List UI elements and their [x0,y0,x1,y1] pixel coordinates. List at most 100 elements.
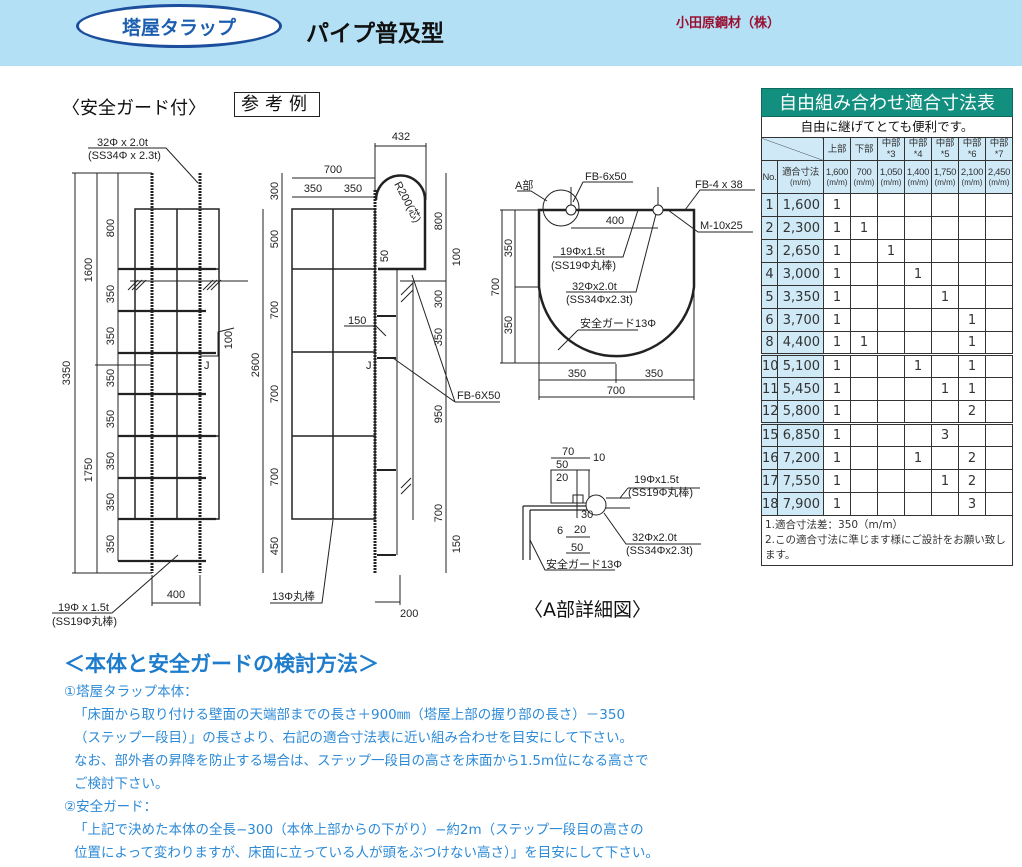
row-count [958,285,986,309]
row-no: 4 [761,262,778,286]
plan-dim-700: 700 [607,385,625,397]
plan-fb-4x38-label: FB-4 x 38 [695,179,743,191]
row-count: 1 [931,285,959,309]
row-count: 1 [958,377,986,401]
row-count [850,446,878,470]
row-count: 1 [823,193,851,217]
table-note: 1.適合寸法差：350（m/m） [765,519,904,531]
front-dim-350: 350 [105,493,117,511]
table-title: 自由組み合わせ適合寸法表 [761,88,1013,117]
side-dim-432: 432 [392,131,410,143]
detail-pipe-spec: (SS34Φx2.3t) [626,545,693,557]
front-dim-1600: 1600 [83,258,95,282]
row-size: 2,650 [777,239,824,263]
method-section: ＜本体と安全ガードの検討方法＞ ①塔屋タラップ本体： 「床面から取り付ける壁面の… [64,648,659,865]
method-item2-line: 「上記で決めた本体の全長−300（本体上部からの下がり）−約2m（ステップ一段目… [74,822,644,838]
side-left-dim: 450 [269,537,281,555]
row-count [985,331,1013,355]
row-count [985,400,1013,424]
row-count: 1 [904,446,932,470]
front-rung-spec: (SS19Φ丸棒) [52,614,117,628]
method-item1-line: なお、部外者の昇降を防止する場合は、ステップ一段目の高さを床面から1.5m位にな… [74,753,649,769]
front-top-pipe-spec: (SS34Φ x 2.3t) [88,150,161,162]
header-unit: (m/m) [907,178,929,187]
side-right-dim: 700 [433,504,445,522]
row-size: 5,100 [777,353,824,378]
side-left-dim: 500 [269,230,281,248]
row-count [931,239,959,263]
header-length-value: 700 [856,167,872,178]
header-unit: (m/m) [853,178,875,187]
plan-rung-label: 19Φx1.5t [560,246,605,258]
row-count [985,262,1013,286]
row-count [877,308,905,332]
header-unit: (m/m) [961,178,983,187]
detail-rung-spec: (SS19Φ丸棒) [628,485,693,499]
side-hoop-label: 13Φ丸棒 [272,589,315,603]
side-joint-mark: J [366,360,372,372]
row-count: 1 [904,353,932,378]
row-count [850,422,878,447]
front-dim-400: 400 [167,589,185,601]
plan-dim-350: 350 [503,316,515,334]
front-dim-350: 350 [105,369,117,387]
detail-dim-10: 10 [593,452,605,464]
header-length: 1,050(m/m) [877,160,905,194]
header-length: 700(m/m) [850,160,878,194]
side-right-dim: 150 [451,535,463,553]
row-count: 2 [958,446,986,470]
row-count [877,492,905,516]
side-dim-50: 50 [379,250,391,262]
row-no: 17 [761,469,779,493]
header-part: 中部*3 [877,137,905,161]
side-dim-150: 150 [348,315,366,327]
table-note: 2.この適合寸法に準じます様にご設計をお願い致します。 [765,534,1006,561]
row-count [985,285,1013,309]
detail-dim-20: 20 [574,524,586,536]
row-size: 6,850 [777,422,824,447]
row-count [850,193,878,217]
header-part: 中部*4 [904,137,932,161]
front-dim-3350: 3350 [61,361,73,385]
row-count [904,285,932,309]
row-size: 7,550 [777,469,824,493]
row-count: 1 [850,216,878,240]
row-count [904,469,932,493]
row-count [850,400,878,424]
row-size: 7,200 [777,446,824,470]
guard-section-title: 〈安全ガード付〉 [62,98,206,119]
side-left-dim: 700 [269,468,281,486]
row-count: 1 [931,377,959,401]
table-notes: 1.適合寸法差：350（m/m） 2.この適合寸法に準じます様にご設計をお願い致… [761,516,1013,566]
method-item1-line: （ステップ一段目）」の長さより、右記の適合寸法表に近い組み合わせを目安にして下さ… [74,730,634,746]
header-length: 2,100(m/m) [958,160,986,194]
front-dim-350: 350 [105,535,117,553]
detail-guard-label: 安全ガード13Φ [546,557,622,571]
header-part: 中部*5 [931,137,959,161]
row-size: 4,400 [777,331,824,355]
detail-pipe-label: 32Φx2.0t [632,532,677,544]
row-count [985,239,1013,263]
row-count [850,239,878,263]
header-length: 1,600(m/m) [823,160,851,194]
header-no: No. [761,160,778,194]
row-count [985,446,1013,470]
row-count [904,400,932,424]
row-count [877,216,905,240]
row-count [877,285,905,309]
method-item2-line: 位置によって変わりますが、床面に立っている人が頭をぶつけない高さ）」を目安にして… [74,845,659,861]
side-right-dim: 300 [433,290,445,308]
row-count [958,193,986,217]
row-count: 1 [958,308,986,332]
plan-dim-350: 350 [568,368,586,380]
front-dim-800: 800 [105,219,117,237]
plan-bolt-label: M-10x25 [700,220,743,232]
row-count [958,216,986,240]
method-item1-line: ご検討下さい。 [74,776,169,792]
header-part: 下部 [850,137,878,161]
